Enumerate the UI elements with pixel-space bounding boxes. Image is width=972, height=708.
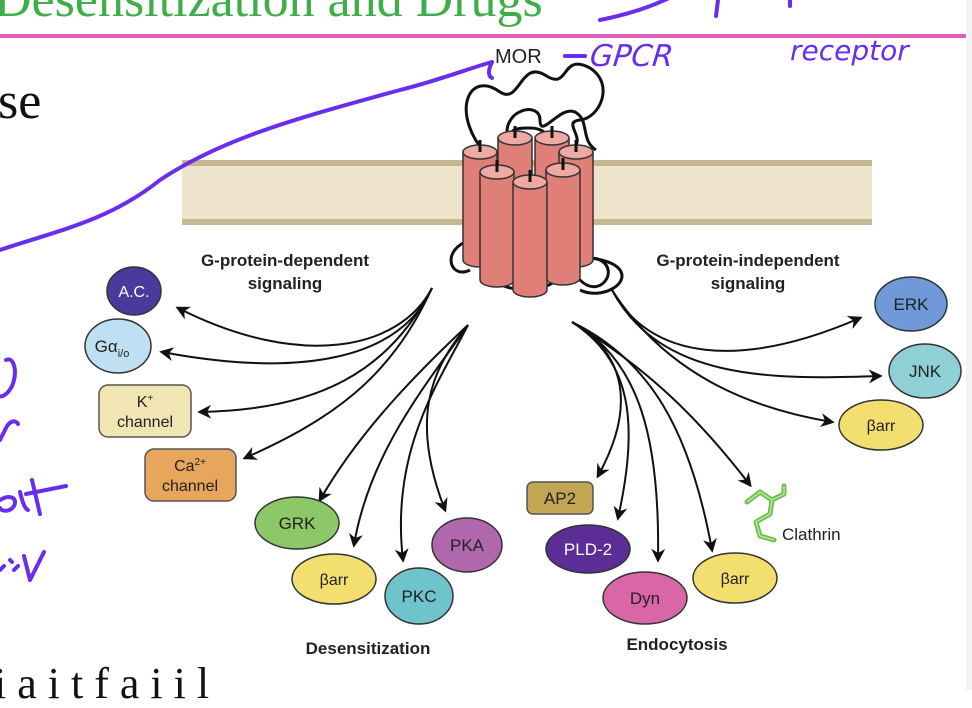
node-clathrin-label: Clathrin xyxy=(782,525,841,544)
annotation-left-4 xyxy=(0,550,46,582)
arrow-to-pld2 xyxy=(571,321,630,521)
helix-6 xyxy=(545,158,581,286)
node-k-channel: K+ channel xyxy=(98,384,192,438)
bottom-text-fragment: i a i t f a i i l xyxy=(0,659,210,708)
node-barr-desens: βarr xyxy=(291,553,377,605)
node-pld2-label: PLD-2 xyxy=(564,540,612,559)
arrow-to-barr-right xyxy=(611,289,835,428)
node-clathrin: Clathrin xyxy=(744,483,841,544)
node-ac-label: A.C. xyxy=(118,284,149,301)
node-pkc-label: PKC xyxy=(402,587,437,606)
annotation-left-2 xyxy=(0,419,20,442)
node-jnk: JNK xyxy=(888,343,962,399)
helix-7 xyxy=(512,170,548,298)
receptor-helices xyxy=(462,126,594,298)
node-pld2: PLD-2 xyxy=(545,524,631,574)
arrow-to-galpha xyxy=(159,287,433,365)
node-barr-endo: βarr xyxy=(692,552,778,604)
arrow-to-dyn xyxy=(571,321,666,563)
receptor-label: MOR xyxy=(495,46,542,68)
node-barr-right: βarr xyxy=(838,399,924,451)
node-grk: GRK xyxy=(254,496,340,550)
node-pka-label: PKA xyxy=(450,536,485,555)
annotation-dash xyxy=(563,0,670,58)
node-pkc: PKC xyxy=(384,567,454,625)
clathrin-icon xyxy=(744,483,787,543)
arrow-to-clathrin xyxy=(571,321,752,488)
g-independent-heading-line1: G-protein-independent xyxy=(656,251,840,270)
arrow-to-ap2 xyxy=(571,321,622,479)
node-ca-channel: Ca2+ channel xyxy=(144,448,237,502)
desensitization-heading: Desensitization xyxy=(306,639,431,658)
annotation-receptor: receptor xyxy=(790,34,910,67)
node-grk-label: GRK xyxy=(279,514,317,533)
arrow-to-barr-endo xyxy=(571,321,717,553)
node-k-channel-label2: channel xyxy=(117,414,173,431)
arrow-to-grk xyxy=(318,324,469,503)
node-ap2-label: AP2 xyxy=(544,489,576,508)
clathrin-icon-highlight xyxy=(746,486,785,541)
node-ap2: AP2 xyxy=(526,481,594,515)
slide-edge xyxy=(966,0,972,690)
node-erk: ERK xyxy=(874,276,948,332)
arrow-to-k-channel xyxy=(197,287,433,419)
node-barr-endo-label: βarr xyxy=(721,571,750,588)
node-ca-channel-label: Ca2+ xyxy=(174,457,206,475)
node-dyn: Dyn xyxy=(602,571,688,625)
signaling-arrows xyxy=(159,287,883,563)
helix-5 xyxy=(479,160,515,288)
mor-signaling-diagram: MOR G-protein-dependent signaling G-prot… xyxy=(0,0,962,658)
arrow-to-pkc xyxy=(394,324,469,563)
node-pka: PKA xyxy=(431,517,503,573)
node-ca-channel-label2: channel xyxy=(162,478,218,495)
annotation-left-3 xyxy=(0,478,68,516)
arrow-to-erk xyxy=(611,289,863,352)
node-barr-desens-label: βarr xyxy=(320,572,349,589)
g-dependent-heading-line1: G-protein-dependent xyxy=(201,251,369,270)
node-dyn-label: Dyn xyxy=(630,589,660,608)
annotation-gpcr: GPCR xyxy=(588,39,675,74)
node-ac: A.C. xyxy=(106,266,162,316)
node-galpha: Gαi/o xyxy=(84,318,152,374)
arrow-to-pka xyxy=(425,324,469,513)
arrow-to-ca-channel xyxy=(242,287,433,460)
endocytosis-heading: Endocytosis xyxy=(626,635,727,654)
body-text-fragment-2: o xyxy=(0,156,2,208)
node-jnk-label: JNK xyxy=(909,362,942,381)
body-text-fragment-1: se xyxy=(0,73,42,130)
handwritten-annotations: GPCR receptor xyxy=(0,0,910,582)
node-erk-label: ERK xyxy=(894,295,930,314)
node-k-channel-label: K+ xyxy=(137,393,154,411)
arrow-to-ac xyxy=(175,287,433,347)
title-divider xyxy=(0,34,966,38)
slide-title: Desensitization and Drugs xyxy=(0,0,543,26)
annotation-pointer-line xyxy=(0,60,494,252)
g-dependent-heading-line2: signaling xyxy=(248,274,323,293)
annotation-left-1 xyxy=(0,357,17,399)
node-galpha-label: Gαi/o xyxy=(95,337,130,360)
g-independent-heading-line2: signaling xyxy=(711,274,786,293)
node-barr-right-label: βarr xyxy=(867,418,896,435)
annotation-top-strokes xyxy=(714,0,792,18)
